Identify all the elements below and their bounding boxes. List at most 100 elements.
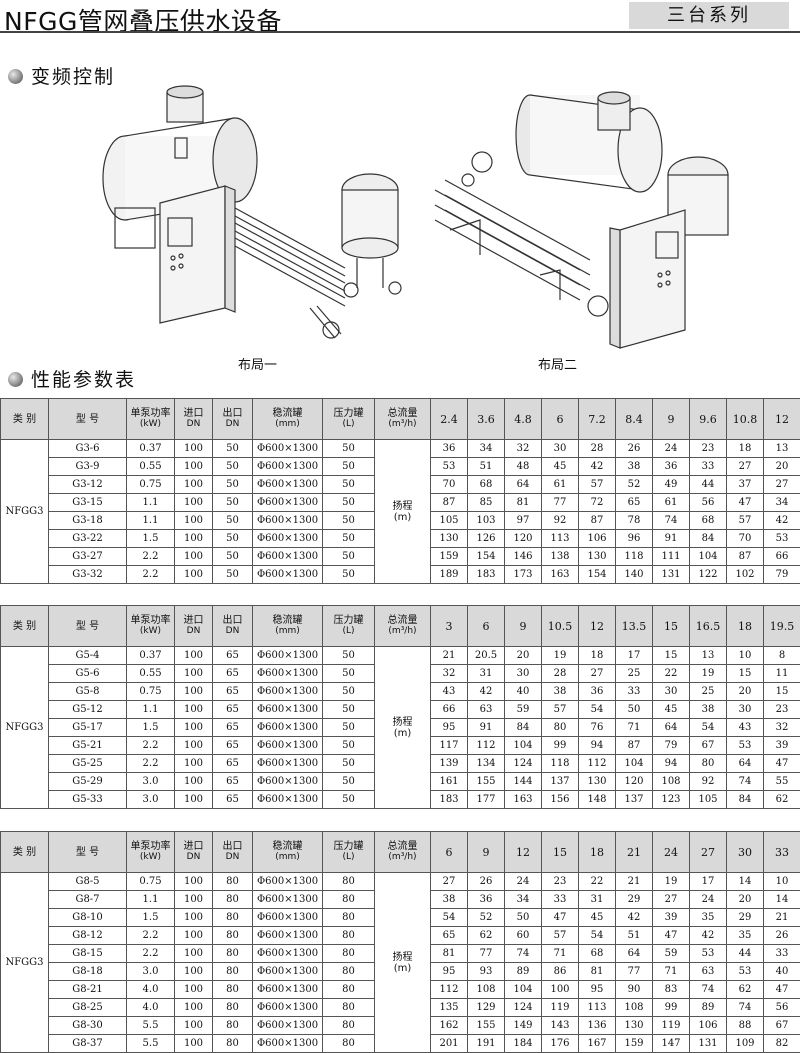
cell-head-value: 20 [764,458,800,476]
header-outlet-unit: DN [213,852,252,863]
cell-power: 0.75 [127,683,175,701]
cell-power: 2.2 [127,566,175,584]
cell-head-value: 36 [431,440,468,458]
cell-outlet: 65 [213,755,253,773]
header-inlet-unit: DN [175,852,212,863]
header-flow-value: 7.2 [579,399,616,440]
cell-press: 50 [323,530,375,548]
cell-stab: Φ600×1300 [253,791,323,809]
header-power-label: 单泵功率 [131,615,171,626]
cell-head-value: 83 [653,981,690,999]
cell-stab: Φ600×1300 [253,755,323,773]
cell-inlet: 100 [175,476,213,494]
header-flow-value: 33 [764,832,800,873]
cell-head-value: 122 [690,566,727,584]
cell-head-value: 50 [616,701,653,719]
cell-head-value: 65 [616,494,653,512]
cell-head-value: 42 [764,512,800,530]
cell-power: 0.37 [127,647,175,665]
cell-head-value: 177 [468,791,505,809]
cell-stab: Φ600×1300 [253,945,323,963]
cell-head-value: 23 [690,440,727,458]
header-power: 单泵功率(kW) [127,832,175,873]
cell-head-value: 119 [542,999,579,1017]
cell-outlet: 50 [213,494,253,512]
cell-head-value: 89 [690,999,727,1017]
lift-unit: (m) [394,728,412,739]
header-flow-value: 6 [431,832,468,873]
layout-two-illustration [420,80,730,350]
header-stab-tank: 稳流罐(mm) [253,832,323,873]
cell-head-value: 32 [505,440,542,458]
header-pressure-tank-unit: (L) [323,419,374,430]
cell-head-value: 64 [505,476,542,494]
cell-power: 2.2 [127,927,175,945]
cell-head-value: 33 [542,891,579,909]
cell-press: 80 [323,909,375,927]
header-outlet-unit: DN [213,419,252,430]
cell-head-value: 53 [690,945,727,963]
caption-layout-one: 布局一 [238,354,277,373]
lift-unit: (m) [394,963,412,974]
cell-head-value: 119 [653,1017,690,1035]
header-flow-value: 30 [727,832,764,873]
header-pressure-tank-unit: (L) [323,626,374,637]
section-perf-label: 性能参数表 [31,369,136,391]
cell-head-value: 45 [579,909,616,927]
cell-head-value: 87 [616,737,653,755]
cell-stab: Φ600×1300 [253,476,323,494]
cell-power: 1.5 [127,719,175,737]
cell-head-value: 94 [579,737,616,755]
header-flow-value: 18 [727,606,764,647]
cell-head-value: 146 [505,548,542,566]
header: NFGG管网叠压供水设备 三台系列 [0,0,800,34]
header-inlet-label: 进口 [184,615,204,626]
cell-press: 80 [323,891,375,909]
cell-head-value: 184 [505,1035,542,1053]
cell-stab: Φ600×1300 [253,566,323,584]
cell-power: 5.5 [127,1035,175,1053]
lift-label: 扬程 [393,501,413,512]
cell-outlet: 50 [213,548,253,566]
cell-outlet: 50 [213,512,253,530]
cell-head-value: 154 [579,566,616,584]
header-outlet-label: 出口 [223,615,243,626]
cell-head-value: 93 [468,963,505,981]
header-model-label: 型 号 [76,414,99,425]
cell-press: 50 [323,665,375,683]
cell-head-value: 111 [653,548,690,566]
cell-outlet: 80 [213,873,253,891]
header-power-unit: (kW) [127,419,174,430]
cell-stab: Φ600×1300 [253,530,323,548]
cell-head-value: 33 [764,945,800,963]
cell-head-value: 81 [579,963,616,981]
cell-model: G8-18 [49,963,127,981]
cell-outlet: 50 [213,440,253,458]
cell-model: G5-21 [49,737,127,755]
section-perf: 性能参数表 [8,365,136,392]
cell-head-value: 113 [542,530,579,548]
lift-label: 扬程 [393,717,413,728]
cell-head-value: 104 [505,981,542,999]
cell-press: 80 [323,945,375,963]
header-model: 型 号 [49,832,127,873]
header-stab-tank-label: 稳流罐 [273,841,303,852]
header-inlet-label: 进口 [184,841,204,852]
cell-head-value: 8 [764,647,800,665]
cell-model: G5-4 [49,647,127,665]
cell-head-value: 67 [690,737,727,755]
cell-head-value: 124 [505,755,542,773]
cell-head-value: 81 [431,945,468,963]
cell-power: 1.5 [127,530,175,548]
cell-head-value: 117 [431,737,468,755]
cell-head-value: 36 [579,683,616,701]
cell-inlet: 100 [175,530,213,548]
cell-power: 0.55 [127,458,175,476]
cell-outlet: 65 [213,791,253,809]
cell-head-value: 118 [542,755,579,773]
cell-head-value: 87 [431,494,468,512]
header-pressure-tank: 压力罐(L) [323,606,375,647]
